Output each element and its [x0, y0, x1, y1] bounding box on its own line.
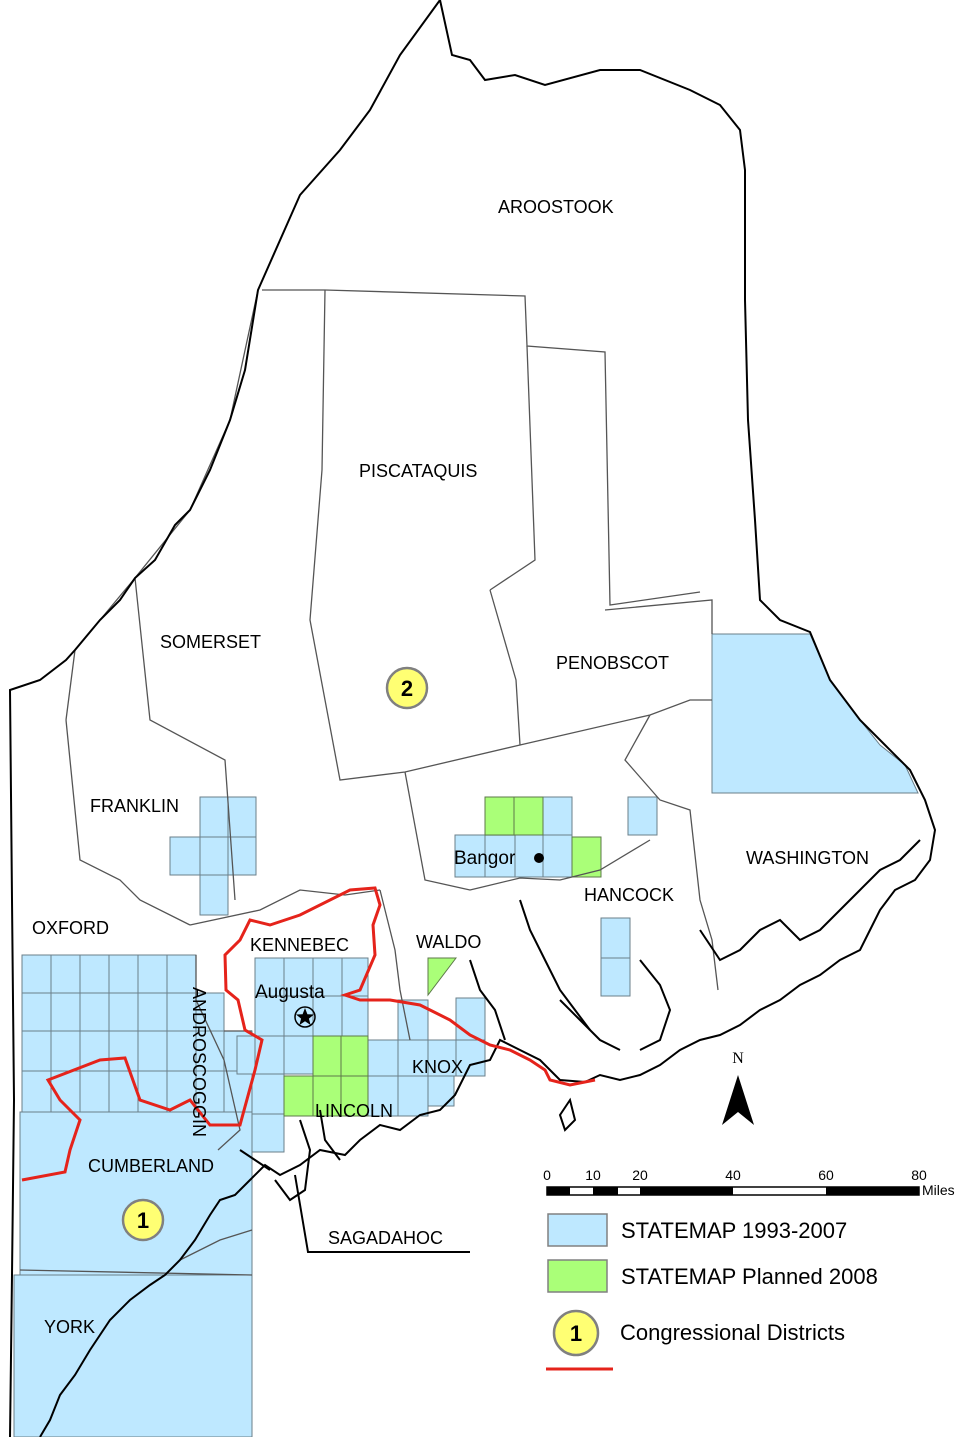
scale-tick-80: 80: [911, 1167, 927, 1183]
county-label-york: YORK: [44, 1317, 95, 1337]
congressional-district-boundary: [21, 886, 596, 1182]
county-label-lincoln: LINCOLN: [315, 1101, 393, 1121]
legend-swatch-past: [547, 1213, 608, 1247]
legend-label-districts: Congressional Districts: [620, 1320, 845, 1345]
county-label-cumberland: CUMBERLAND: [88, 1156, 214, 1176]
augusta-capital-circle: [294, 1006, 316, 1028]
county-label-piscataquis: PISCATAQUIS: [359, 461, 477, 481]
scale-tick-40: 40: [725, 1167, 741, 1183]
district-number-2: 2: [401, 676, 413, 701]
scale-unit: Miles: [922, 1182, 955, 1198]
county-label-sagadahoc: SAGADAHOC: [328, 1228, 443, 1248]
statemap-planned-quads: [283, 796, 602, 1117]
statemap-past-quads: [13, 633, 919, 1437]
county-boundaries: [19, 289, 719, 1276]
district-number-1: 1: [137, 1208, 149, 1233]
scale-tick-10: 10: [585, 1167, 601, 1183]
scale-tick-20: 20: [632, 1167, 648, 1183]
state-outline: [8, 0, 937, 1437]
scale-tick-60: 60: [818, 1167, 834, 1183]
city-label-augusta: Augusta: [255, 982, 325, 1003]
district-marker-2: 2: [385, 666, 429, 710]
county-label-penobscot: PENOBSCOT: [556, 653, 669, 673]
north-arrow: N: [722, 1050, 754, 1125]
county-label-androscoggin: ANDROSCOGGIN: [189, 987, 209, 1137]
county-label-franklin: FRANKLIN: [90, 796, 179, 816]
city-label-bangor: Bangor: [454, 848, 516, 869]
county-label-kennebec: KENNEBEC: [250, 935, 349, 955]
district-marker-1: 1: [121, 1198, 165, 1242]
north-arrow-icon: [722, 1075, 754, 1125]
bangor-dot: [534, 853, 544, 863]
scale-tick-0: 0: [543, 1167, 551, 1183]
county-label-washington: WASHINGTON: [746, 848, 869, 868]
county-label-hancock: HANCOCK: [584, 885, 674, 905]
sagadahoc-leader-line: [294, 1174, 470, 1253]
county-label-aroostook: AROOSTOOK: [498, 197, 614, 217]
legend-district-number: 1: [570, 1321, 582, 1346]
legend-district-marker: [552, 1309, 600, 1357]
north-arrow-label: N: [732, 1050, 744, 1067]
county-label-waldo: WALDO: [416, 932, 481, 952]
county-label-oxford: OXFORD: [32, 918, 109, 938]
legend: STATEMAP 1993-2007 STATEMAP Planned 2008…: [546, 1213, 878, 1371]
scale-bar: 0 10 20 40 60 80 Miles: [543, 1167, 955, 1198]
legend-label-planned: STATEMAP Planned 2008: [621, 1264, 878, 1289]
legend-swatch-planned: [547, 1259, 608, 1293]
augusta-capital-star-icon: [296, 1008, 314, 1025]
legend-label-past: STATEMAP 1993-2007: [621, 1218, 847, 1243]
county-label-somerset: SOMERSET: [160, 632, 261, 652]
county-label-knox: KNOX: [412, 1057, 463, 1077]
